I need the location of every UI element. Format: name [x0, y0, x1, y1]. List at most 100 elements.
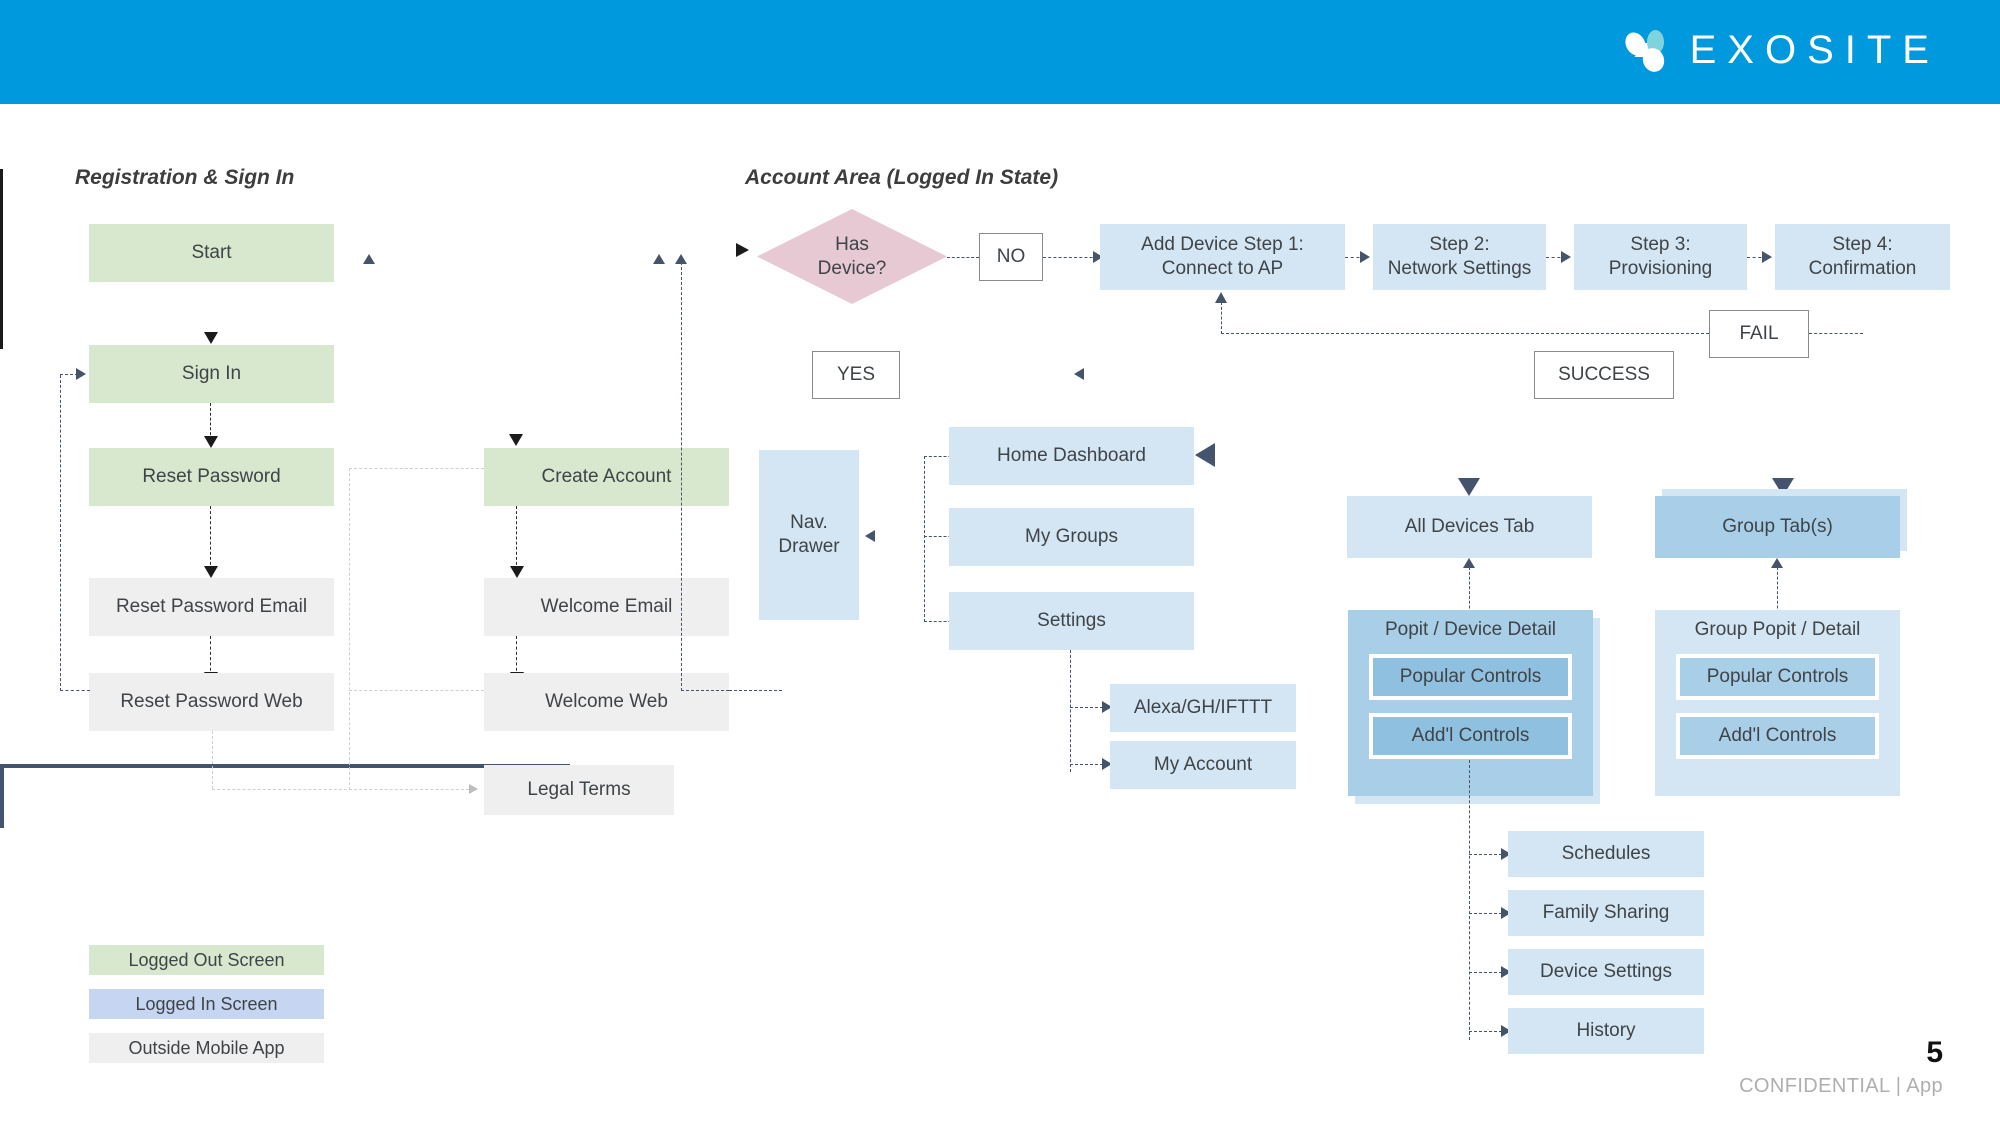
- connector-popit-children-v: [1469, 760, 1470, 1040]
- connector-spine-mygroups: [924, 536, 966, 537]
- arrow-right-schedules: [1501, 848, 1511, 860]
- node-nav-drawer[interactable]: Nav. Drawer: [759, 450, 859, 620]
- legend-logged-out: Logged Out Screen: [89, 945, 324, 975]
- arrow-right-step3: [1561, 251, 1571, 263]
- card-group-popit-title: Group Popit / Detail: [1694, 619, 1861, 641]
- arrow-right-diamond: [736, 243, 749, 257]
- node-my-account[interactable]: My Account: [1110, 741, 1296, 789]
- node-device-settings[interactable]: Device Settings: [1508, 949, 1704, 995]
- connector-settings-myaccount: [1070, 764, 1108, 765]
- connector-down-createaccount: [0, 168, 3, 349]
- connector-settings-alexa: [1070, 707, 1108, 708]
- card-popit-title: Popit / Device Detail: [1384, 619, 1557, 641]
- node-history[interactable]: History: [1508, 1008, 1704, 1054]
- node-my-groups[interactable]: My Groups: [949, 508, 1194, 566]
- node-group-addl-controls[interactable]: Add'l Controls: [1676, 713, 1879, 759]
- connector-diamond-no: [947, 257, 979, 258]
- arrow-down-resetpw-email: [204, 566, 218, 578]
- arrow-down-all-devices: [1458, 478, 1480, 496]
- connector-step4-down: [0, 560, 2, 644]
- node-settings[interactable]: Settings: [949, 592, 1194, 650]
- connector-legal-in: [349, 789, 469, 790]
- connector-child-device-settings: [1469, 972, 1507, 973]
- label-success: SUCCESS: [1534, 351, 1674, 399]
- arrow-up-group-tab: [1771, 558, 1783, 568]
- connector-no-step1: [1043, 257, 1103, 258]
- node-home-dashboard[interactable]: Home Dashboard: [949, 427, 1194, 485]
- arrow-right-family-sharing: [1501, 907, 1511, 919]
- connector-child-schedules: [1469, 854, 1507, 855]
- section-title-registration: Registration & Sign In: [75, 166, 295, 189]
- node-reset-password-email[interactable]: Reset Password Email: [89, 578, 334, 636]
- connector-spine-settings: [924, 621, 966, 622]
- arrow-down-signin: [204, 332, 218, 344]
- exosite-logo: EXOSITE: [1621, 26, 1940, 75]
- card-popit-device-detail[interactable]: Popit / Device Detail Popular Controls A…: [1348, 610, 1593, 796]
- node-legal-terms[interactable]: Legal Terms: [484, 765, 674, 815]
- node-popit-popular-controls[interactable]: Popular Controls: [1369, 654, 1572, 700]
- connector-welcomeweb-up-v: [681, 262, 682, 691]
- connector-signin-resetpw: [210, 403, 211, 440]
- connector-resetpwweb-down-grey: [212, 731, 213, 789]
- arrow-up-createacct-join: [653, 254, 665, 264]
- connector-resetpwweb-up: [60, 375, 61, 691]
- arrow-up-signin-join: [363, 254, 375, 264]
- connector-child-history: [1469, 1031, 1507, 1032]
- node-reset-password-web[interactable]: Reset Password Web: [89, 673, 334, 731]
- connector-yes-down: [0, 696, 2, 762]
- arrow-left-nav-drawer: [865, 530, 875, 542]
- node-start[interactable]: Start: [89, 224, 334, 282]
- connector-resetpwemail-web: [210, 636, 211, 676]
- connector-grouptab-grouppopit: [1777, 567, 1778, 623]
- legend-outside-app: Outside Mobile App: [89, 1033, 324, 1063]
- connector-signin-up-h: [0, 167, 36, 169]
- label-yes: YES: [812, 351, 900, 399]
- card-group-popit-detail[interactable]: Group Popit / Detail Popular Controls Ad…: [1655, 610, 1900, 796]
- node-welcome-web[interactable]: Welcome Web: [484, 673, 729, 731]
- node-reset-password[interactable]: Reset Password: [89, 448, 334, 506]
- node-welcome-email[interactable]: Welcome Email: [484, 578, 729, 636]
- connector-navy-alldevices: [0, 767, 4, 798]
- connector-resetpw-legal-h: [349, 468, 484, 469]
- connector-navy-grouptabs: [0, 797, 4, 828]
- connector-resetpw-email: [210, 506, 211, 570]
- node-group-popular-controls[interactable]: Popular Controls: [1676, 654, 1879, 700]
- connector-welcomeweb-up-h: [681, 690, 729, 691]
- node-add-device-step-3[interactable]: Step 3: Provisioning: [1574, 224, 1747, 290]
- label-fail: FAIL: [1709, 310, 1809, 358]
- connector-resetpwweb-left: [60, 690, 90, 691]
- connector-step3-step4: [1747, 257, 1767, 258]
- decision-has-device[interactable]: Has Device?: [757, 209, 947, 304]
- arrow-right-signin-return: [76, 368, 86, 380]
- node-add-device-step-2[interactable]: Step 2: Network Settings: [1373, 224, 1546, 290]
- connector-step1-step2: [1345, 257, 1365, 258]
- header-bar: [0, 0, 2000, 104]
- connector-createacct-up-v: [0, 349, 2, 559]
- connector-fail-to-step1-h: [1221, 333, 1709, 334]
- node-add-device-step-1[interactable]: Add Device Step 1: Connect to AP: [1100, 224, 1345, 290]
- node-all-devices-tab[interactable]: All Devices Tab: [1347, 496, 1592, 558]
- arrow-right-step2: [1360, 251, 1370, 263]
- legend-logged-in: Logged In Screen: [89, 989, 324, 1019]
- arrow-down-createaccount: [509, 434, 523, 446]
- arrow-down-welcome-email: [510, 566, 524, 578]
- node-add-device-step-4[interactable]: Step 4: Confirmation: [1775, 224, 1950, 290]
- node-family-sharing[interactable]: Family Sharing: [1508, 890, 1704, 936]
- node-group-tabs[interactable]: Group Tab(s): [1655, 496, 1900, 558]
- node-create-account[interactable]: Create Account: [484, 448, 729, 506]
- node-schedules[interactable]: Schedules: [1508, 831, 1704, 877]
- connector-alldevices-popit: [1469, 567, 1470, 623]
- connector-fail-to-step1-v: [1221, 302, 1222, 334]
- connector-welcomeemail-web: [516, 636, 517, 676]
- page-number: 5: [1926, 1036, 1943, 1069]
- arrow-up-step1-retry: [1215, 292, 1227, 303]
- arrow-down-resetpw: [204, 436, 218, 448]
- arrow-right-step4: [1762, 251, 1772, 263]
- arrow-left-navy-home: [1195, 443, 1215, 467]
- node-sign-in[interactable]: Sign In: [89, 345, 334, 403]
- connector-spine-vertical: [924, 456, 925, 622]
- node-popit-addl-controls[interactable]: Add'l Controls: [1369, 713, 1572, 759]
- node-alexa-gh-ifttt[interactable]: Alexa/GH/IFTTT: [1110, 684, 1296, 732]
- label-no: NO: [979, 233, 1043, 281]
